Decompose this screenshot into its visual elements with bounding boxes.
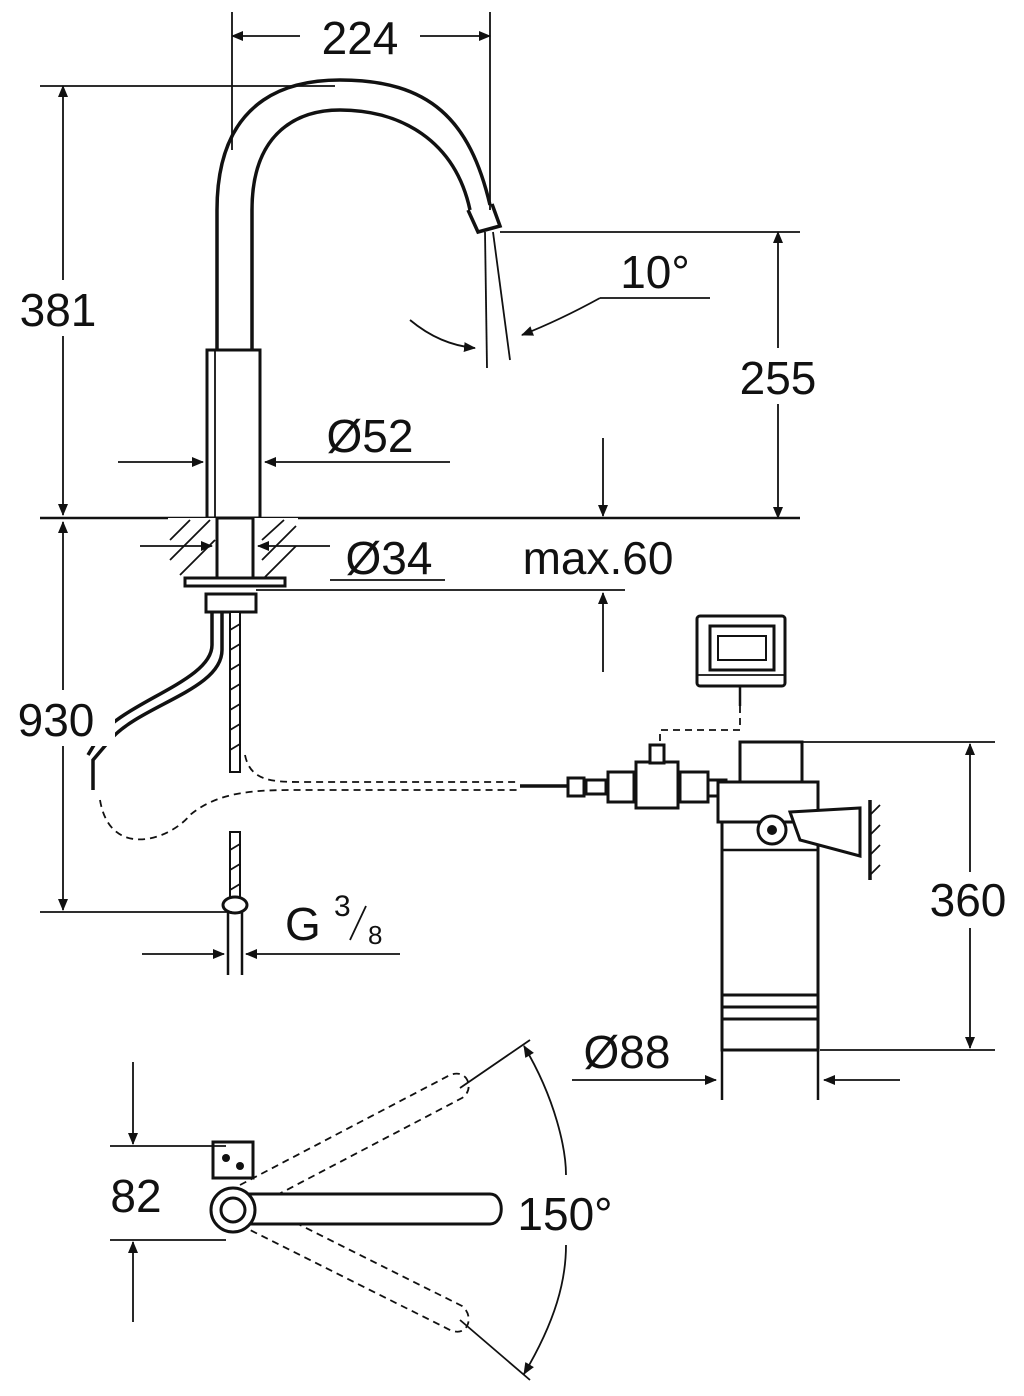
label-hose-length: 930 <box>18 694 95 746</box>
label-swivel-offset: 82 <box>110 1170 161 1222</box>
dimension-spout-angle: 10° <box>409 231 710 369</box>
dimension-filter-diameter: Ø88 <box>572 1026 900 1085</box>
countertop-section <box>168 516 298 614</box>
label-thread-denominator: 8 <box>368 920 382 950</box>
label-mount-diameter: Ø34 <box>346 532 433 584</box>
dimension-filter-height: 360 <box>790 741 1018 1051</box>
dimension-mount-diameter: Ø34 <box>140 532 445 584</box>
label-filter-height: 360 <box>930 874 1007 926</box>
label-filter-diameter: Ø88 <box>584 1026 671 1078</box>
label-total-height: 381 <box>20 284 97 336</box>
dimension-total-height: 381 <box>10 85 335 516</box>
label-body-diameter: Ø52 <box>327 410 414 462</box>
label-spout-height: 255 <box>740 352 817 404</box>
dimension-swivel-offset: 82 <box>110 1062 226 1322</box>
dimension-spout-height: 255 <box>500 231 828 519</box>
label-spout-reach: 224 <box>322 12 399 64</box>
faucet-spout <box>215 78 503 350</box>
label-spout-angle: 10° <box>620 246 690 298</box>
filter-cartridge <box>716 740 881 1100</box>
control-box <box>659 614 787 748</box>
label-swivel-angle: 150° <box>517 1188 612 1240</box>
top-view-swivel <box>209 1072 503 1333</box>
label-max-thickness: max.60 <box>523 532 674 584</box>
dimension-spout-reach: 224 <box>231 12 491 210</box>
valve-assembly <box>520 743 728 810</box>
dimension-max-thickness: max.60 <box>256 438 673 672</box>
dimension-hose-length: 930 <box>5 521 232 913</box>
label-thread-prefix: G <box>285 898 321 950</box>
dimension-body-diameter: Ø52 <box>118 410 450 467</box>
label-thread-numerator: 3 <box>334 890 351 923</box>
faucet-body <box>205 348 262 520</box>
dimension-connection-thread: G 3 8 <box>142 890 400 959</box>
dimension-swivel-angle: 150° <box>459 1039 613 1381</box>
